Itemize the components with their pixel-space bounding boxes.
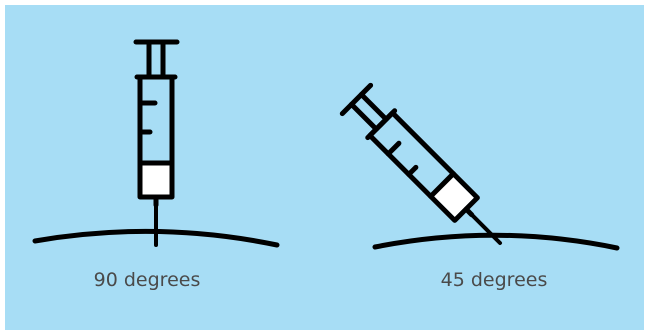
syringe-diagonal-icon bbox=[342, 85, 514, 257]
illustration-panel: 90 degrees 45 degrees bbox=[5, 5, 644, 330]
caption-90-degrees: 90 degrees bbox=[94, 269, 201, 291]
syringe-vertical-icon bbox=[136, 42, 177, 245]
caption-45-degrees: 45 degrees bbox=[441, 269, 548, 291]
